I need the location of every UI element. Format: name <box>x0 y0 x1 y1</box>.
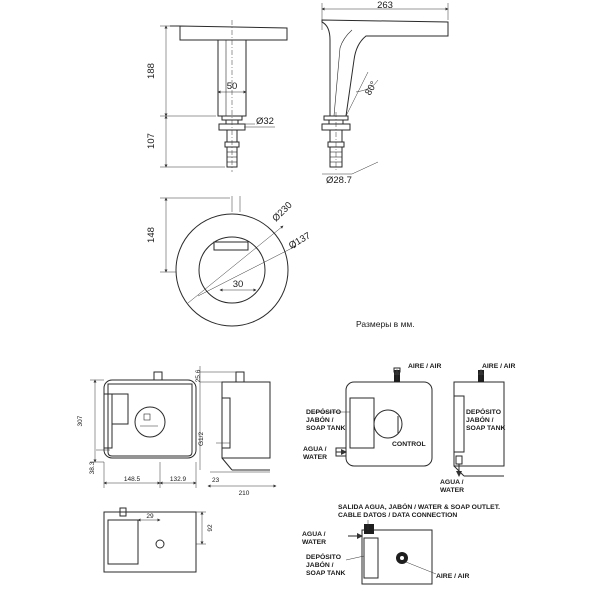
dim-thread-dia: Ø32 <box>256 116 274 127</box>
label-soap-tank-1b: JABÓN / <box>306 415 334 424</box>
label-air-top-2: AIRE / AIR <box>482 363 515 370</box>
dim-height-spout: 188 <box>146 63 157 79</box>
label-outlet-line1: SALIDA AGUA, JABÓN / WATER & SOAP OUTLET… <box>338 502 500 511</box>
label-outlet-line2: CABLE DATOS / DATA CONNECTION <box>338 512 457 519</box>
dim-depth: 210 <box>239 490 250 497</box>
dim-body-width: 50 <box>227 81 238 92</box>
dim-depth-small: 23 <box>212 477 220 484</box>
label-water-3b: WATER <box>302 539 326 546</box>
labelled-side-view <box>453 369 505 477</box>
label-water-1b: WATER <box>303 454 327 461</box>
dim-width-b: 132.9 <box>170 476 187 483</box>
label-water-2b: WATER <box>440 487 464 494</box>
control-box-plan <box>103 507 206 573</box>
dim-plate-outer: Ø230 <box>270 200 294 224</box>
dim-base-dia: Ø28.7 <box>326 175 352 186</box>
label-soap-tank-3c: SOAP TANK <box>306 570 345 577</box>
label-soap-tank-3a: DEPÓSITO <box>306 552 341 561</box>
dim-height-shank: 107 <box>146 133 157 149</box>
label-water-2a: AGUA / <box>440 479 464 486</box>
label-soap-tank-1c: SOAP TANK <box>306 425 345 432</box>
dim-top-offset: 25.6 <box>195 369 202 382</box>
label-soap-tank-2c: SOAP TANK <box>466 425 505 432</box>
dim-angle: 80° <box>363 79 380 97</box>
dim-plate-slot: 30 <box>233 279 244 290</box>
dim-plate-height: 148 <box>146 227 157 243</box>
label-air-bottom: AIRE / AIR <box>436 573 469 580</box>
labelled-plan-view <box>345 520 437 585</box>
label-water-1a: AGUA / <box>303 446 327 453</box>
label-soap-tank-2b: JABÓN / <box>466 415 494 424</box>
control-box-front <box>90 371 197 488</box>
dim-box-height: 307 <box>77 415 84 426</box>
label-soap-tank-1a: DEPÓSITO <box>306 407 341 416</box>
dim-width-a: 148.5 <box>124 476 141 483</box>
label-control: CONTROL <box>392 441 426 448</box>
dim-reach: 263 <box>377 0 393 11</box>
faucet-side-view <box>321 3 449 175</box>
label-water-3a: AGUA / <box>302 531 326 538</box>
dim-plate-inner: Ø137 <box>287 230 313 251</box>
label-soap-tank-3b: JABÓN / <box>306 560 334 569</box>
faucet-front-view <box>160 20 288 172</box>
label-soap-tank-2a: DEPÓSITO <box>466 407 501 416</box>
label-air-top-1: AIRE / AIR <box>408 363 441 370</box>
units-note: Размеры в мм. <box>356 319 415 329</box>
dim-left-offset: 38.3 <box>89 461 96 474</box>
dim-outlet-dia: G1/2 <box>198 432 205 446</box>
dim-plan-a: 29 <box>146 513 154 520</box>
escutcheon-plan-view <box>160 196 297 327</box>
dim-plan-b: 92 <box>207 524 214 532</box>
labelled-front-view <box>312 367 433 467</box>
control-box-side <box>199 366 277 488</box>
